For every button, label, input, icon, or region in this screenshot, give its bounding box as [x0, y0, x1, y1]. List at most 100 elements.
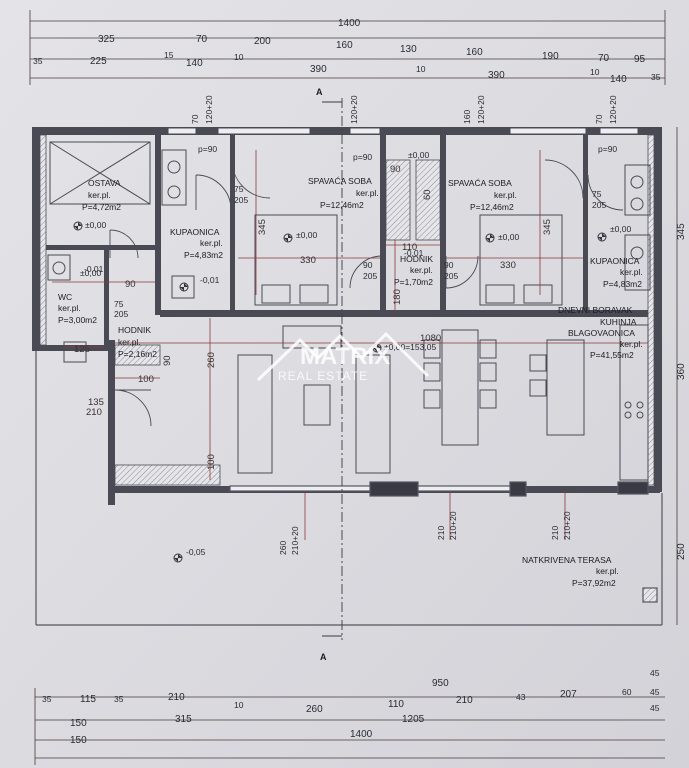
room-dnevni-name2: KUHINJA — [600, 317, 637, 327]
terrace — [35, 351, 663, 626]
dim-p90-3: p=90 — [598, 144, 617, 154]
room-wc-floor: ker.pl. — [58, 303, 81, 313]
dim-win-120-c: 120+20 — [476, 95, 486, 124]
dim-bot-7: 45 — [650, 668, 660, 678]
room-kup2-area: P=4,83m2 — [603, 279, 642, 289]
room-ostava-floor: ker.pl. — [88, 190, 111, 200]
dim-hodnik-180: 180 — [392, 289, 403, 305]
room-hodnik2-area: P=2,16m2 — [118, 349, 157, 359]
dim-bot-6: 950 — [432, 678, 449, 689]
dim-living-1080: 1080 — [420, 333, 441, 344]
inner-dimension-lines — [52, 150, 648, 540]
dim-door1-205: 205 — [234, 195, 248, 205]
dim-bed1-depth: 345 — [257, 219, 268, 235]
level-spav1: ±0,00 — [296, 230, 317, 240]
room-terasa-floor: ker.pl. — [596, 566, 619, 576]
level-marker-icon — [179, 282, 189, 292]
dim-hodnik-110: 110 — [402, 242, 417, 253]
dim-bot-1: 35 — [42, 694, 52, 704]
dim-hall-100: 100 — [138, 374, 154, 385]
top-dimension-texts: 1400 325 70 200 160 130 160 190 70 95 35… — [33, 18, 661, 85]
dim-bot-4: 210 — [168, 692, 185, 703]
top-dimensions — [29, 10, 666, 85]
dim-bot2-2: 315 — [175, 714, 192, 725]
level-marker-icon — [173, 553, 183, 563]
bottom-dimension-texts: 35 115 35 210 10 950 45 260 110 210 43 2… — [42, 668, 660, 746]
dim-terr-210c: 210+20 — [562, 511, 572, 540]
dim-top2-4: 140 — [186, 58, 203, 69]
room-dnevni-area: P=41,55m2 — [590, 350, 634, 360]
section-line — [322, 98, 343, 640]
level-kup1: -0,01 — [200, 275, 220, 285]
inner-dimension-texts: 345 330 345 330 260 1080 100 100 90 90 1… — [74, 95, 618, 555]
dim-top-6: 160 — [466, 47, 483, 58]
room-hodnik1-floor: ker.pl. — [410, 265, 433, 275]
level-markers: ±0,00 ±0,00 ±0,00 ±0,00 ±0,00 ±0,00 -0,0… — [73, 150, 631, 563]
dim-bed2-width: 330 — [500, 260, 516, 271]
dim-win-120-d: 120+20 — [608, 95, 618, 124]
dim-bot-b1: 260 — [306, 704, 323, 715]
room-ostava-area: P=4,72m2 — [82, 202, 121, 212]
dim-win-120-a: 120+20 — [204, 95, 214, 124]
room-dnevni-floor: ker.pl. — [620, 339, 643, 349]
level-marker-icon — [73, 221, 83, 231]
level-marker-icon — [283, 233, 293, 243]
dim-wc-125: 125 — [74, 344, 90, 355]
dim-p90-1: p=90 — [198, 144, 217, 154]
dim-bot2-3: 1205 — [402, 714, 425, 725]
room-hodnik1-area: P=1,70m2 — [394, 277, 433, 287]
watermark-logo: MATRIX REAL ESTATE — [256, 331, 430, 383]
room-wc-name: WC — [58, 292, 72, 302]
room-ostava-name: OSTAVA — [88, 178, 121, 188]
dim-p90-2: p=90 — [353, 152, 372, 162]
dim-wardrobe-60: 60 — [422, 189, 433, 200]
room-kup1-name: KUPAONICA — [170, 227, 220, 237]
hatched-walls — [39, 134, 655, 486]
dim-door5-90: 90 — [444, 260, 454, 270]
bottom-dimensions — [34, 688, 665, 765]
dim-bot2-1: 150 — [70, 718, 87, 729]
dim-top2-10: 140 — [610, 74, 627, 85]
room-dnevni-name1: DNEVNI BORAVAK — [558, 305, 633, 315]
room-kup1-floor: ker.pl. — [200, 238, 223, 248]
dim-bot3-2: 1400 — [350, 729, 373, 740]
dim-top-3: 200 — [254, 36, 271, 47]
dim-door1-75: 75 — [234, 184, 244, 194]
dim-door2-75: 75 — [114, 299, 124, 309]
dim-top-4: 160 — [336, 40, 353, 51]
dim-living-100: 100 — [206, 454, 217, 470]
dim-terr-210-2: 210 — [550, 526, 560, 540]
dim-top2-1: 35 — [33, 56, 43, 66]
level-ostava: ±0,00 — [85, 220, 106, 230]
dim-bot-b6: 60 — [622, 687, 632, 697]
room-kup2-floor: ker.pl. — [620, 267, 643, 277]
dim-top-9: 95 — [634, 54, 646, 65]
dim-door4-90: 90 — [363, 260, 373, 270]
room-kup1-area: P=4,83m2 — [184, 250, 223, 260]
dim-terr-210b: 210+20 — [448, 511, 458, 540]
dim-terr-260: 260 — [278, 541, 288, 555]
room-labels: OSTAVA ker.pl. P=4,72m2 KUPAONICA ker.pl… — [58, 176, 643, 588]
dim-top2-5: 10 — [234, 52, 244, 62]
dim-bot2-4: 45 — [650, 703, 660, 713]
dim-bot-b2: 110 — [388, 699, 404, 710]
room-kup2-name: KUPAONICA — [590, 256, 640, 266]
dim-win-160: 160 — [462, 110, 472, 124]
dim-total-top: 1400 — [338, 18, 361, 29]
dim-win-70-b: 70 — [594, 114, 604, 124]
dim-top2-6: 390 — [310, 64, 327, 75]
room-hodnik2-floor: ker.pl. — [118, 337, 141, 347]
dim-top2-2: 225 — [90, 56, 107, 67]
dim-bot3-1: 150 — [70, 735, 87, 746]
room-spav1-name: SPAVAĆA SOBA — [308, 176, 372, 186]
furniture — [47, 141, 651, 481]
dim-right-345: 345 — [676, 223, 687, 240]
watermark-brand: MATRIX — [300, 343, 390, 370]
dim-living-260: 260 — [206, 352, 217, 368]
room-hodnik1-name: HODNIK — [400, 254, 433, 264]
dim-bot-3: 35 — [114, 694, 124, 704]
dim-bot-b3: 210 — [456, 695, 473, 706]
dim-right-250: 250 — [676, 543, 687, 560]
room-wc-area: P=3,00m2 — [58, 315, 97, 325]
